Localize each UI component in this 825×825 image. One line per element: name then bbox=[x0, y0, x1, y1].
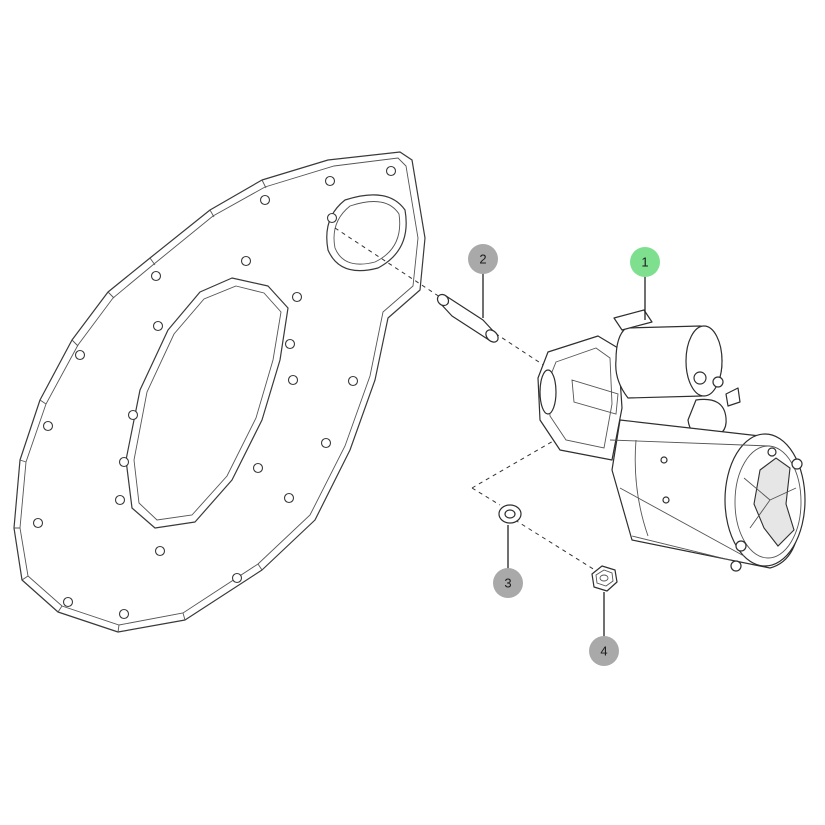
callout-3[interactable]: 3 bbox=[493, 568, 523, 598]
callout-4[interactable]: 4 bbox=[589, 636, 619, 666]
washer bbox=[498, 504, 522, 524]
callout-2[interactable]: 2 bbox=[468, 244, 498, 274]
callout-4-label: 4 bbox=[600, 644, 607, 659]
hex-nut bbox=[591, 565, 618, 592]
engine-backing-plate bbox=[13, 151, 426, 633]
callout-1[interactable]: 1 bbox=[630, 247, 660, 277]
callout-2-label: 2 bbox=[479, 252, 486, 267]
callout-1-label: 1 bbox=[641, 255, 648, 270]
dowel-pin bbox=[436, 293, 499, 343]
callout-3-label: 3 bbox=[504, 576, 511, 591]
starter-motor bbox=[537, 309, 806, 572]
